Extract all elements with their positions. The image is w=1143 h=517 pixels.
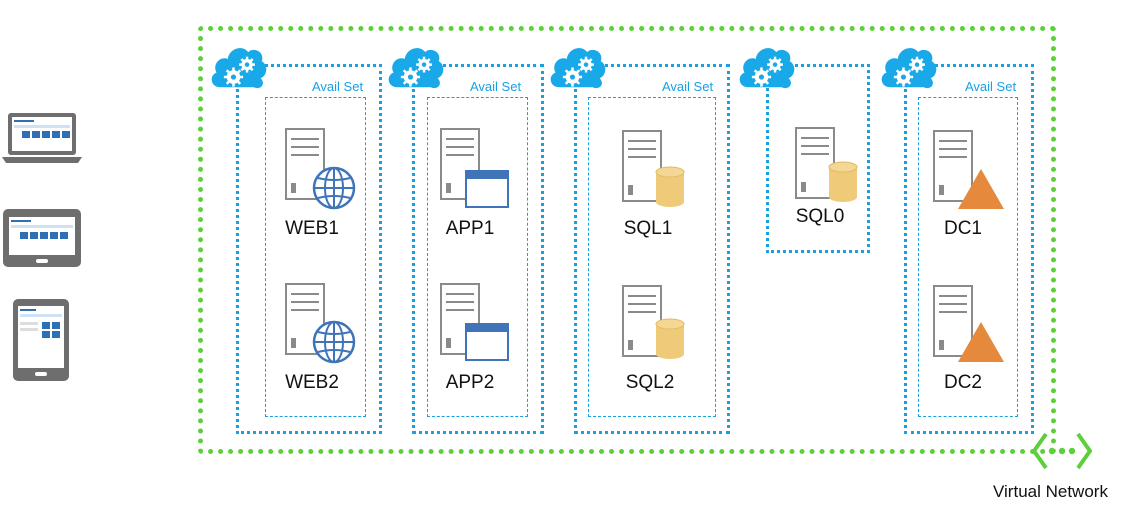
cloud-service-sql — [574, 64, 730, 434]
window-icon — [465, 323, 509, 361]
cloud-gear-icon — [547, 42, 607, 94]
availability-set-web — [265, 97, 366, 417]
tablet-portrait-icon — [12, 298, 70, 382]
virtual-network-boundary — [198, 26, 1056, 454]
vm-label-dc1: DC1 — [943, 218, 982, 239]
cloud-gear-icon — [878, 42, 938, 94]
virtual-network-icon — [1032, 430, 1092, 472]
database-icon — [655, 318, 685, 360]
triangle-icon — [957, 321, 1005, 363]
availset-label: Avail Set — [965, 79, 1017, 94]
vm-label-web2: WEB2 — [285, 372, 339, 393]
globe-icon — [312, 166, 356, 210]
virtual-network-label: Virtual Network — [993, 482, 1108, 501]
availability-set-sql — [588, 97, 716, 417]
laptop-icon — [2, 112, 82, 164]
vm-label-app1: APP1 — [445, 218, 495, 239]
vm-label-sql2: SQL2 — [625, 372, 675, 393]
cloud-service-dc — [904, 64, 1034, 434]
availset-label: Avail Set — [312, 79, 364, 94]
database-icon — [828, 161, 858, 203]
cloud-gear-icon — [736, 42, 796, 94]
vm-label-dc2: DC2 — [943, 372, 982, 393]
cloud-service-app — [412, 64, 544, 434]
vm-label-app2: APP2 — [445, 372, 495, 393]
vm-label-sql1: SQL1 — [623, 218, 673, 239]
vm-label-web1: WEB1 — [285, 218, 339, 239]
availset-label: Avail Set — [662, 79, 714, 94]
vm-label-sql0: SQL0 — [795, 206, 845, 227]
cloud-gear-icon — [385, 42, 445, 94]
availset-label: Avail Set — [470, 79, 522, 94]
availability-set-app — [427, 97, 528, 417]
cloud-service-sql0 — [766, 64, 870, 253]
database-icon — [655, 166, 685, 208]
cloud-gear-icon — [208, 42, 268, 94]
availability-set-dc — [918, 97, 1018, 417]
globe-icon — [312, 320, 356, 364]
tablet-landscape-icon — [2, 208, 82, 268]
triangle-icon — [957, 168, 1005, 210]
window-icon — [465, 170, 509, 208]
cloud-service-web — [236, 64, 382, 434]
